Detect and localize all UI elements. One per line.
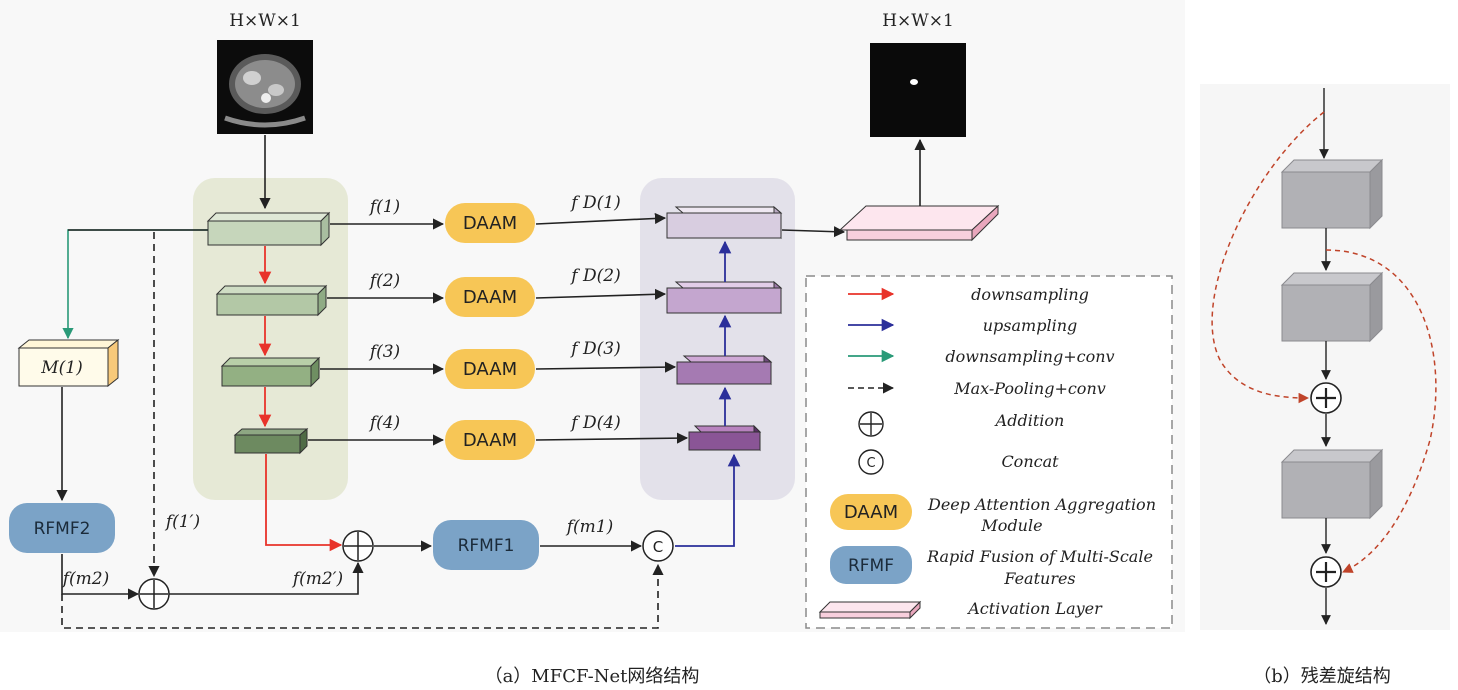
legend-upsampling-text: upsampling <box>983 316 1078 335</box>
legend-rfmf-text-line2: Features <box>1003 569 1075 588</box>
caption-panel-a: （a）MFCF-Net网络结构 <box>485 666 700 687</box>
daam-label: DAAM <box>463 287 517 308</box>
daam-module-3: DAAM <box>445 349 535 389</box>
legend-activation-layer-symbol <box>818 600 922 620</box>
legend-concat-text: Concat <box>1001 452 1059 471</box>
residual-block-2 <box>1280 271 1384 343</box>
decoder-block-3 <box>676 354 773 386</box>
daam-out-arrow-4 <box>535 432 689 444</box>
encoder-feature-label-2: f(2) <box>368 271 400 291</box>
addition-node-left <box>138 578 170 610</box>
decoder-feature-label-2: f D(2) <box>569 266 620 286</box>
rfmf2-module: RFMF2 <box>9 503 115 553</box>
rfmf1-module: RFMF1 <box>433 520 539 570</box>
encoder-feature-label-3: f(3) <box>368 342 400 362</box>
encoder-block-2 <box>215 284 328 317</box>
m1-label: M(1) <box>40 358 83 378</box>
caption-panel-b: （b）残差旋结构 <box>1253 666 1391 687</box>
downsample-arrow-bottleneck <box>265 454 343 552</box>
legend-daam-badge: DAAM <box>830 494 912 530</box>
daam-module-1: DAAM <box>445 203 535 243</box>
residual-block-1 <box>1280 158 1384 230</box>
panel-a: H×W×1 <box>9 11 1173 629</box>
addition-node-center <box>342 530 374 562</box>
decoder-block-4 <box>688 424 762 452</box>
encoder-feature-label-1: f(1) <box>368 197 400 217</box>
residual-block-3 <box>1280 448 1384 520</box>
decoder-block-2 <box>666 280 783 315</box>
bottom-dashed-arrow <box>61 563 664 629</box>
decoder-to-activation-arrow <box>781 226 846 238</box>
activation-layer <box>838 204 1000 242</box>
output-mask-image <box>870 43 966 137</box>
encoder-block-4 <box>233 427 309 455</box>
panel-b <box>1200 84 1450 630</box>
concat-symbol: C <box>653 538 663 556</box>
legend-rfmf-text-line1: Rapid Fusion of Multi-Scale <box>926 547 1153 566</box>
m1-block: M(1) <box>17 338 120 388</box>
daam-label: DAAM <box>463 359 517 380</box>
residual-skip-curve-1 <box>1211 111 1325 404</box>
legend-rfmf-badge: RFMF <box>830 546 912 584</box>
daam-out-arrow-3 <box>535 361 677 373</box>
encoder-block-3 <box>220 356 321 388</box>
decoder-feature-label-3: f D(3) <box>569 339 620 359</box>
svg-text:C: C <box>866 456 875 471</box>
residual-addition-2 <box>1310 556 1342 588</box>
fm1-label: f(m1) <box>565 517 614 537</box>
encoder-feature-label-4: f(4) <box>368 413 400 433</box>
rfmf2-label: RFMF2 <box>34 519 91 539</box>
encoder-region <box>193 178 348 500</box>
legend-daam-text-line1: Deep Attention Aggregation <box>927 495 1156 514</box>
upsample-arrow-from-concat <box>675 453 741 547</box>
legend-daam-text-line2: Module <box>980 516 1042 535</box>
daam-out-arrow-2 <box>535 288 667 300</box>
fm2-label: f(m2) <box>61 569 110 589</box>
legend: downsampling upsampling downsampling+con… <box>805 275 1173 629</box>
legend-downsampling-conv-text: downsampling+conv <box>945 347 1114 366</box>
legend-activation-layer-text: Activation Layer <box>966 599 1103 618</box>
residual-skip-curve-2 <box>1325 249 1437 573</box>
legend-maxpool-text: Max-Pooling+conv <box>953 379 1106 398</box>
input-size-label: H×W×1 <box>229 11 301 31</box>
legend-downsampling-text: downsampling <box>971 285 1089 304</box>
svg-text:DAAM: DAAM <box>844 502 898 523</box>
daam-label: DAAM <box>463 213 517 234</box>
output-size-label: H×W×1 <box>882 11 954 31</box>
svg-text:RFMF: RFMF <box>848 556 894 576</box>
f1-prime-label: f(1′) <box>164 512 200 532</box>
legend-addition-symbol <box>858 411 884 437</box>
encoder-block-1 <box>206 211 331 247</box>
daam-module-2: DAAM <box>445 277 535 317</box>
decoder-feature-label-1: f D(1) <box>569 193 620 213</box>
rfmf1-label: RFMF1 <box>458 536 515 556</box>
input-ct-image <box>217 40 313 134</box>
residual-addition-1 <box>1310 382 1342 414</box>
concat-node: C <box>642 530 674 562</box>
decoder-region <box>640 178 795 500</box>
legend-addition-text: Addition <box>994 411 1065 430</box>
legend-concat-symbol: C <box>858 449 884 475</box>
daam-module-4: DAAM <box>445 420 535 460</box>
decoder-feature-label-4: f D(4) <box>569 413 620 433</box>
decoder-block-1 <box>666 205 783 240</box>
daam-out-arrow-1 <box>535 212 667 225</box>
daam-label: DAAM <box>463 430 517 451</box>
fm2-prime-label: f(m2′) <box>291 569 343 589</box>
fm2-prime-arrow <box>169 561 364 595</box>
